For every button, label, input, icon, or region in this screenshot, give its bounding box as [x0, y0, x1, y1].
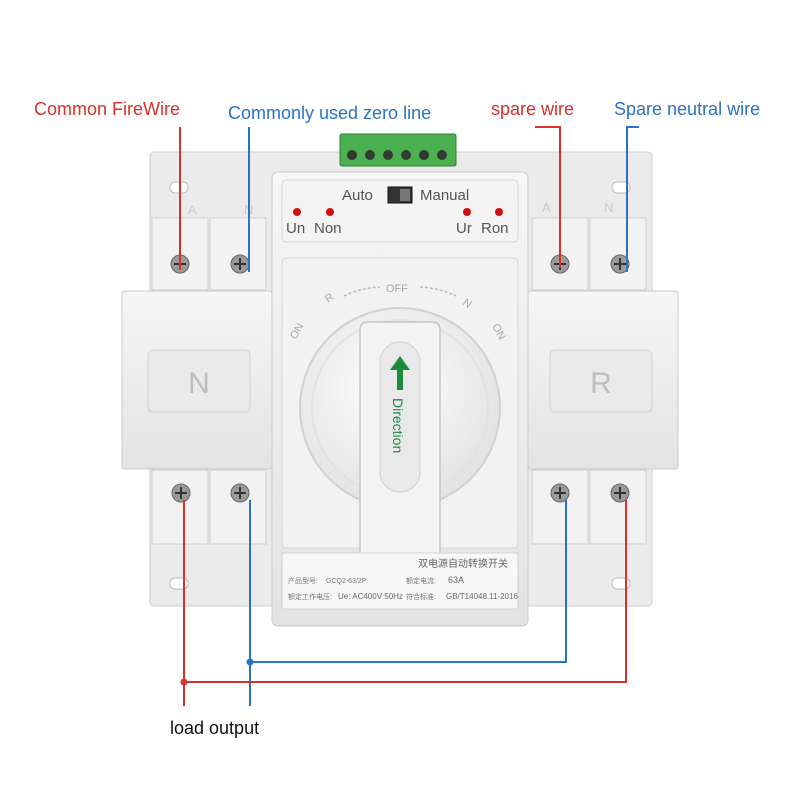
label-common-zero-line: Commonly used zero line [228, 103, 432, 123]
mount-hole-bottom-left [169, 577, 189, 590]
direction-arrow-icon [390, 356, 410, 390]
nameplate-current-label: 额定电流: [406, 576, 436, 585]
screw-bottom-3 [550, 483, 570, 503]
junction-live [180, 678, 188, 686]
signal-terminal-block [339, 133, 457, 167]
screw-top-2 [230, 254, 250, 274]
terminal-letter-right-n: N [604, 200, 613, 215]
nameplate [281, 552, 519, 610]
nameplate-title: 双电源自动转换开关 [418, 557, 508, 570]
nameplate-model-value: GCQ2-63/2P [326, 578, 367, 585]
terminal-letter-right-a: A [542, 200, 551, 215]
nameplate-model-label: 产品型号: [288, 576, 318, 585]
terminal-bottom-left-n [209, 469, 267, 545]
nameplate-voltage-value: Ue: AC400V 50Hz [338, 592, 403, 601]
wire-spare-neutral [626, 126, 639, 272]
nameplate-current-value: 63A [448, 575, 464, 585]
nameplate-voltage-label: 额定工作电压: [288, 592, 332, 601]
mount-hole-top-right [611, 181, 631, 194]
label-spare-neutral-wire: Spare neutral wire [614, 99, 761, 119]
mode-switch-slider [400, 189, 410, 201]
screw-bottom-4 [610, 483, 630, 503]
mode-label-auto: Auto [342, 187, 373, 204]
label-spare-wire: spare wire [491, 99, 575, 119]
terminal-top-left-n [209, 217, 267, 291]
wire-neutral-bridge [250, 500, 567, 663]
led-label-un: Un [286, 220, 305, 237]
side-module-right-badge [549, 349, 653, 413]
side-module-left-badge [147, 349, 251, 413]
screw-bottom-2 [230, 483, 250, 503]
led-un-indicator [293, 208, 301, 216]
led-label-ron: Ron [481, 220, 509, 237]
terminal-bottom-left-a [151, 469, 209, 545]
label-load-output: load output [170, 718, 260, 738]
led-label-ur: Ur [456, 220, 472, 237]
dial-mark-off: OFF [386, 283, 408, 295]
side-module-left-letter: N [188, 367, 210, 400]
side-module-right-letter: R [590, 367, 612, 400]
control-panel-top [281, 179, 519, 243]
junction-neutral [246, 658, 254, 666]
terminal-bottom-right-a [531, 469, 589, 545]
led-ur-indicator [463, 208, 471, 216]
mount-hole-bottom-right [611, 577, 631, 590]
handle-direction-label: Direction [390, 398, 406, 453]
led-non-indicator [326, 208, 334, 216]
led-ron-indicator [495, 208, 503, 216]
screw-top-4 [610, 254, 630, 274]
terminal-top-right-n [589, 217, 647, 291]
screw-bottom-1 [171, 483, 191, 503]
wire-spare-wire [535, 126, 561, 268]
terminal-bottom-right-n [589, 469, 647, 545]
nameplate-standard-label: 符合标准: [406, 592, 436, 601]
led-label-non: Non [314, 220, 342, 237]
wire-live-bridge [184, 500, 627, 683]
label-common-firewire: Common FireWire [34, 99, 181, 119]
mode-label-manual: Manual [420, 187, 469, 204]
terminal-letter-left-a: A [188, 202, 197, 217]
handle-indicator-strip [379, 341, 421, 493]
nameplate-standard-value: GB/T14048.11-2016 [446, 592, 518, 601]
